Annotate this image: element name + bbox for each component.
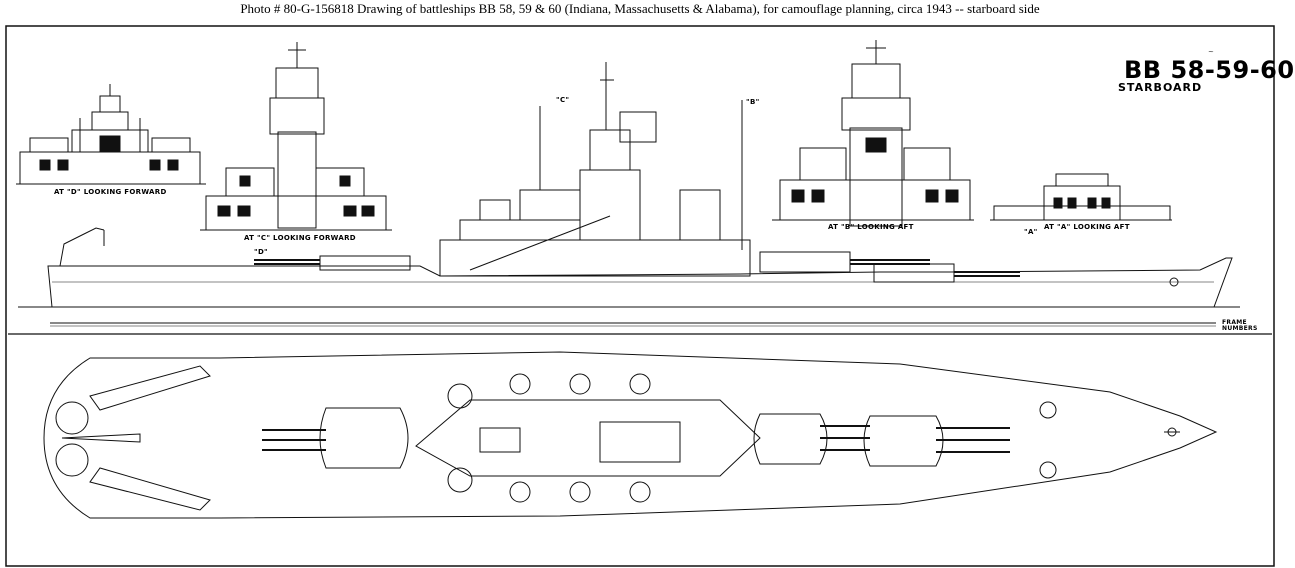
section-marker-a: "A" <box>1024 228 1038 236</box>
section-view-b <box>772 40 974 227</box>
photo-caption: Photo # 80-G-156818 Drawing of battleshi… <box>240 1 1040 16</box>
sheet-subtitle: STARBOARD <box>1118 81 1203 94</box>
frame-scale <box>8 322 1272 335</box>
ship-drawing <box>5 25 1275 567</box>
section-marker-b: "B" <box>746 98 760 106</box>
view-label-b: AT "B" LOOKING AFT <box>828 223 914 231</box>
sheet-border <box>5 25 1275 567</box>
frame-numbers-label: FRAME NUMBERS <box>1222 320 1258 332</box>
view-label-c: AT "C" LOOKING FORWARD <box>244 234 356 242</box>
section-view-c <box>200 42 392 231</box>
profile-view <box>18 62 1240 308</box>
frame-label-line2: NUMBERS <box>1222 325 1258 332</box>
plan-view <box>43 351 1218 519</box>
frame-label-line1: FRAME <box>1222 319 1247 326</box>
view-label-a: AT "A" LOOKING AFT <box>1044 223 1130 231</box>
section-view-a <box>990 173 1172 221</box>
drawing-sheet: ~ BB 58-59-60 STARBOARD AT "D" LOOKING F… <box>0 20 1294 568</box>
section-view-d <box>16 84 206 185</box>
sheet-title: BB 58-59-60 <box>1124 56 1295 84</box>
handwritten-notation: ~ <box>1208 48 1214 56</box>
section-marker-d: "D" <box>254 248 269 256</box>
section-marker-c: "C" <box>556 96 570 104</box>
view-label-d: AT "D" LOOKING FORWARD <box>54 188 167 196</box>
